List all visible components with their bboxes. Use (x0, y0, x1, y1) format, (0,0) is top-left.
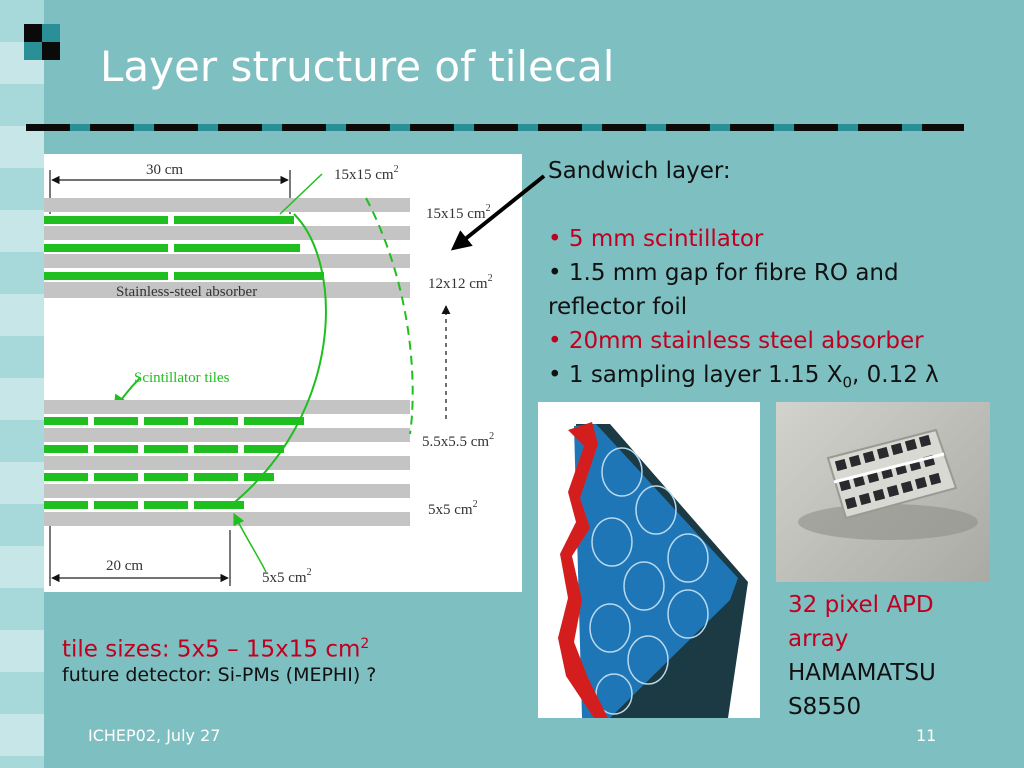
logo-icon (24, 24, 60, 60)
scintillator-label: Scintillator tiles (134, 370, 230, 386)
sandwich-item-absorber: • 20mm stainless steel absorber (548, 328, 924, 354)
footer-conference: ICHEP02, July 27 (88, 726, 221, 745)
tile-row (44, 216, 294, 224)
apd-caption-line1: 32 pixel APD (788, 592, 934, 618)
sandwich-layer-panel: Sandwich layer: • 5 mm scintillator • 1.… (548, 154, 1008, 400)
tile-boundary-curve (229, 213, 327, 507)
tile-15-pointer (279, 173, 323, 215)
absorber-plate (44, 428, 410, 442)
tile-geometry-image (538, 402, 760, 718)
title-divider (26, 124, 964, 131)
apd-caption: 32 pixel APD array HAMAMATSU S8550 (788, 588, 1008, 724)
sandwich-item-gap-cont: reflector foil (548, 294, 688, 320)
tile-label-15-top: 15x15 cm2 (334, 164, 399, 183)
absorber-plate (44, 282, 410, 298)
tile-label-12: 12x12 cm2 (428, 273, 493, 292)
future-detector-text: future detector: Si-PMs (MEPHI) ? (62, 664, 377, 686)
tile-row (44, 473, 274, 481)
tile-row (44, 445, 284, 453)
absorber-plate (44, 456, 410, 470)
width-30-label: 30 cm (146, 162, 183, 178)
apd-photo-svg (798, 428, 978, 540)
apd-caption-line3: HAMAMATSU (788, 660, 936, 686)
left-decor-strip (0, 0, 44, 768)
width-20-label: 20 cm (106, 558, 143, 574)
tile-5-pointer (233, 512, 267, 573)
tile-sizes-text: tile sizes: 5x5 – 15x15 cm2 (62, 636, 370, 663)
sandwich-item-scintillator: • 5 mm scintillator (548, 226, 764, 252)
apd-caption-line2: array (788, 626, 849, 652)
apd-array-photo (776, 402, 990, 582)
absorber-plate (44, 254, 410, 268)
tile-geometry-svg (538, 402, 760, 718)
tile-label-5-bottom: 5x5 cm2 (262, 567, 312, 586)
tile-row (44, 244, 300, 252)
tile-label-5-5: 5.5x5.5 cm2 (422, 431, 494, 450)
absorber-plate (44, 226, 410, 240)
page-number: 11 (916, 726, 937, 745)
layer-diagram: 30 cm Stainless-steel absorber Scintilla… (44, 154, 522, 592)
slide-title: Layer structure of tilecal (100, 42, 615, 91)
absorber-plate (44, 400, 410, 414)
absorber-label: Stainless-steel absorber (116, 284, 257, 300)
sandwich-heading: Sandwich layer: (548, 158, 731, 184)
absorber-plate (44, 484, 410, 498)
tile-row (44, 501, 244, 509)
apd-caption-line4: S8550 (788, 694, 862, 720)
tile-row (44, 417, 304, 425)
sandwich-item-sampling: • 1 sampling layer 1.15 X0, 0.12 λ (548, 362, 939, 392)
absorber-plate (44, 198, 410, 212)
tile-row (44, 272, 324, 280)
layer-diagram-svg: 30 cm Stainless-steel absorber Scintilla… (44, 162, 494, 586)
sandwich-item-gap: • 1.5 mm gap for fibre RO and (548, 260, 899, 286)
tile-label-15-side: 15x15 cm2 (426, 203, 491, 222)
tile-boundary-dashed (365, 197, 414, 435)
tile-label-5-side: 5x5 cm2 (428, 499, 478, 518)
callout-arrow (450, 174, 546, 251)
absorber-plate (44, 512, 410, 526)
